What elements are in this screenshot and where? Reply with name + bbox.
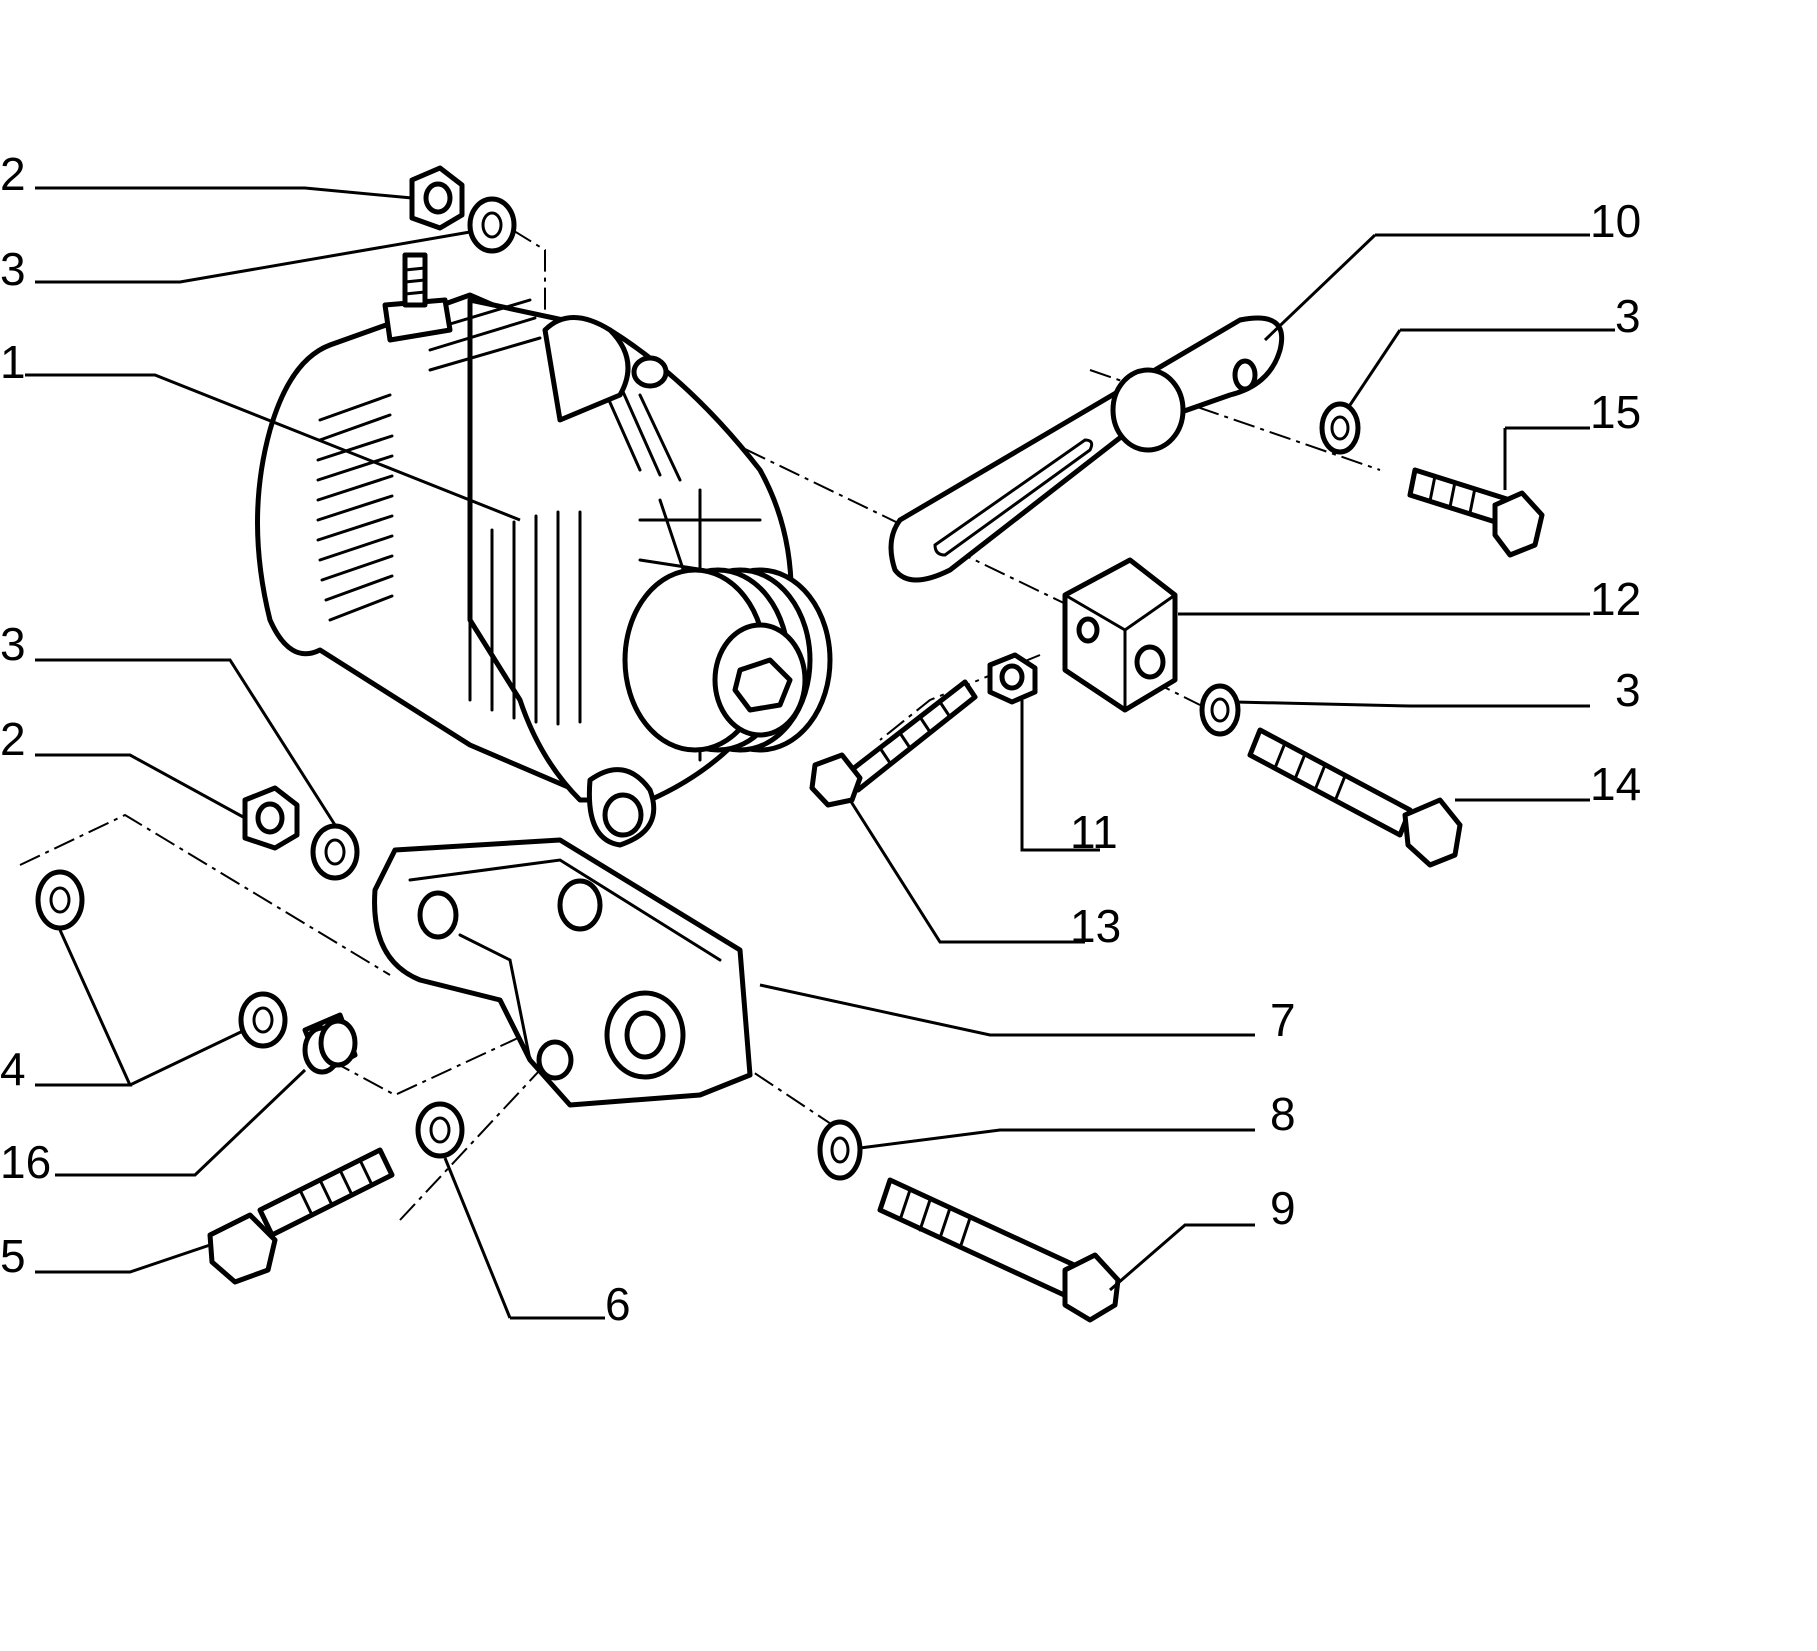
callout-9: 9: [1270, 1182, 1296, 1234]
callout-3a: 3: [0, 243, 26, 295]
callout-2b: 2: [0, 713, 26, 765]
callout-10: 10: [1590, 195, 1641, 247]
callout-16: 16: [0, 1136, 51, 1188]
leader-lines: [25, 186, 1615, 1320]
callout-12: 12: [1590, 573, 1641, 625]
callout-8: 8: [1270, 1088, 1296, 1140]
callout-4: 4: [0, 1043, 26, 1095]
washer-icon: [35, 196, 1361, 1181]
tension-block-icon: [1062, 557, 1178, 713]
callout-2a: 2: [0, 148, 26, 200]
bushing-icon: [302, 1012, 358, 1075]
callout-7: 7: [1270, 994, 1296, 1046]
callout-1: 1: [0, 336, 26, 388]
callout-13: 13: [1070, 900, 1121, 952]
adjuster-link-icon: [888, 315, 1284, 583]
nut-icon: [242, 165, 1038, 851]
callout-labels: 2 3 1 3 2 4 16 5 6 10 3 15 12 3 14 11 13…: [0, 148, 1641, 1330]
callout-11: 11: [1070, 806, 1118, 858]
alternator-icon: [255, 252, 833, 848]
callout-3c: 3: [1615, 290, 1641, 342]
callout-14: 14: [1590, 758, 1641, 810]
callout-3d: 3: [1615, 664, 1641, 716]
callout-5: 5: [0, 1230, 26, 1282]
callout-3b: 3: [0, 618, 26, 670]
bolt-icon: [207, 467, 1545, 1323]
mounting-bracket-icon: [372, 837, 753, 1108]
callout-6: 6: [605, 1278, 631, 1330]
callout-15: 15: [1590, 386, 1641, 438]
